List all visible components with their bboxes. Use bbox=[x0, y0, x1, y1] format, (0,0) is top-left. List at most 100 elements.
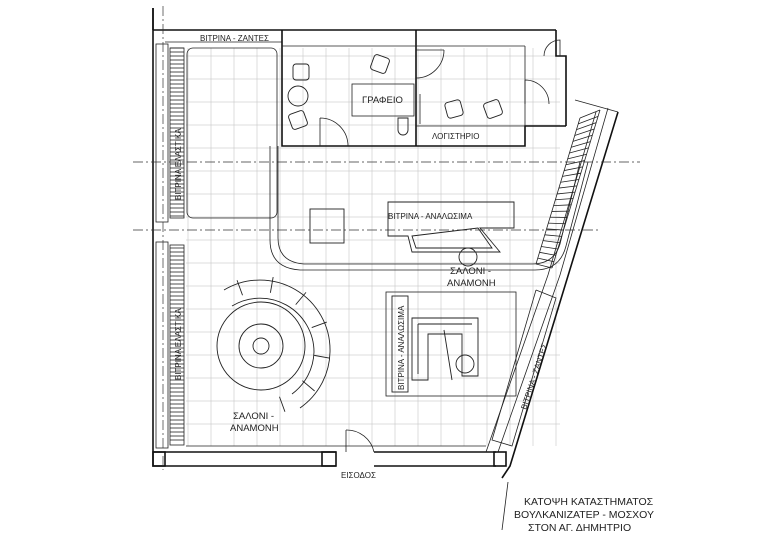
label-saloni-right-line1: ΣΑΛΟΝΙ - bbox=[450, 266, 491, 277]
label-vitrina-analosima-horizontal: ΒΙΤΡΙΝΑ - ΑΝΑΛΩΣΙΜΑ bbox=[388, 212, 473, 221]
lounge-sofa bbox=[411, 317, 479, 381]
facade-diagonal-inner bbox=[497, 107, 609, 453]
tire-display-hatching bbox=[170, 47, 184, 441]
stair-tread bbox=[564, 166, 583, 171]
axis-lines bbox=[133, 6, 640, 470]
facade-diagonal-mid bbox=[485, 111, 597, 453]
column-bottom-right bbox=[493, 451, 507, 467]
stair-tread bbox=[548, 222, 566, 225]
sofa-seam bbox=[269, 276, 274, 293]
label-saloni-left-line2: ΑΝΑΜΟΝΗ bbox=[230, 423, 279, 434]
title-line-2: ΒΟΥΛΚΑΝΙΖΑΤΕΡ - ΜΟΣΧΟΥ bbox=[514, 509, 654, 521]
label-vitrina-elastika-lower: ΒΙΤΡΙΝΑ ΕΛΑΣΤΙΚΑ bbox=[174, 308, 183, 380]
sofa-seam bbox=[295, 292, 307, 305]
label-grafeio: ΓΡΑΦΕΙΟ bbox=[362, 95, 403, 106]
display-cube bbox=[309, 208, 345, 244]
waiting-round-table-outer bbox=[216, 301, 306, 391]
label-saloni-right-line2: ΑΝΑΜΟΝΗ bbox=[447, 278, 496, 289]
stair-tread bbox=[555, 198, 574, 201]
stair-tread bbox=[562, 172, 581, 177]
office-block bbox=[281, 30, 566, 147]
curved-sofa-inner bbox=[231, 297, 315, 395]
label-eisodos: ΕΙΣΟΔΟΣ bbox=[341, 471, 376, 480]
stair-tread bbox=[578, 115, 599, 125]
sofa-seam bbox=[279, 396, 286, 412]
stair-tread bbox=[537, 257, 555, 263]
sofa-seam bbox=[314, 354, 331, 359]
outer-walls bbox=[152, 8, 619, 479]
office-desk-chair bbox=[370, 54, 390, 74]
sofa-seam bbox=[311, 321, 327, 328]
column-bottom-mid bbox=[321, 451, 337, 467]
label-vitrina-zantes-top: ΒΙΤΡΙΝΑ - ΖΑΝΤΕΣ bbox=[200, 34, 269, 43]
round-table-top bbox=[458, 247, 478, 267]
vitrina-zantes-top-box bbox=[186, 47, 278, 219]
corridor-door-swing bbox=[524, 79, 550, 105]
stair-tread bbox=[579, 109, 601, 119]
stair-tread bbox=[544, 234, 562, 237]
wall-top-right bbox=[555, 30, 567, 126]
stair-tread bbox=[571, 141, 591, 148]
tire-display-upper bbox=[155, 43, 169, 223]
stair-tread bbox=[541, 246, 558, 250]
title-divider bbox=[501, 481, 509, 531]
office-chair-4 bbox=[397, 117, 409, 136]
top-door-swing bbox=[543, 39, 561, 57]
title-line-1: ΚΑΤΟΨΗ ΚΑΤΑΣΤΗΜΑΤΟΣ bbox=[524, 496, 654, 508]
entrance-door-swing bbox=[345, 429, 375, 453]
facade-diagonal-outer bbox=[501, 111, 619, 479]
office-chair-3 bbox=[288, 110, 308, 130]
label-saloni-left-line1: ΣΑΛΟΝΙ - bbox=[233, 411, 274, 422]
lounge-area-box bbox=[385, 291, 517, 397]
waiting-round-table-mid bbox=[238, 323, 284, 369]
staircase bbox=[535, 109, 601, 269]
stair-tread bbox=[576, 122, 597, 131]
floor-tile-grid bbox=[186, 48, 560, 446]
wall-right-column bbox=[574, 99, 619, 113]
label-vitrina-elastika-upper: ΒΙΤΡΙΝΑ ΕΛΑΣΤΙΚΑ bbox=[174, 128, 183, 200]
round-table-lounge bbox=[455, 354, 475, 374]
consumables-counter bbox=[387, 201, 515, 253]
sofa-seam bbox=[236, 280, 243, 296]
office-wall-left bbox=[281, 30, 412, 147]
stair-tread bbox=[569, 147, 589, 154]
curved-sofa-seams bbox=[236, 276, 331, 412]
sofa-seam bbox=[302, 380, 315, 392]
label-vitrina-analosima-vertical: ΒΙΤΡΙΝΑ - ΑΝΑΛΩΣΙΜΑ bbox=[397, 305, 406, 390]
office-door-swing bbox=[319, 117, 349, 147]
display-zone-boundary-inner bbox=[277, 146, 581, 265]
office-chair-1 bbox=[292, 63, 310, 81]
accounting-door-swing bbox=[415, 49, 445, 79]
stair-tread bbox=[567, 153, 587, 160]
stair-tread bbox=[553, 204, 572, 206]
stair-tread bbox=[565, 160, 585, 166]
tire-display-strip bbox=[155, 43, 185, 449]
accounting-chair-2 bbox=[483, 99, 503, 119]
stair-tread bbox=[539, 251, 556, 256]
office-wall-bottom-right bbox=[412, 125, 566, 147]
office-desk bbox=[351, 83, 415, 117]
stair-rail-outer bbox=[551, 109, 601, 269]
stair-tread bbox=[572, 134, 593, 142]
stair-tread bbox=[560, 179, 579, 183]
office-chair-2 bbox=[287, 85, 309, 107]
curved-sofa-outer bbox=[223, 279, 331, 409]
accounting-chair-1 bbox=[444, 99, 464, 119]
display-zone-boundary bbox=[269, 146, 589, 271]
stair-tread bbox=[542, 240, 560, 244]
title-line-3: ΣΤΟΝ ΑΓ. ΔΗΜΗΤΡΙΟ bbox=[528, 522, 631, 534]
stair-rail-inner bbox=[535, 117, 581, 265]
waiting-round-table-center bbox=[252, 337, 270, 355]
label-vitrina-zantes-diagonal: ΒΙΤΡΙΝΑ - ΖΑΝΤΕΣ bbox=[519, 342, 549, 410]
stair-tread bbox=[574, 128, 595, 136]
label-logistirio: ΛΟΓΙΣΤΗΡΙΟ bbox=[432, 132, 479, 141]
consumables-vertical-display bbox=[391, 295, 409, 393]
column-bottom-left bbox=[152, 451, 166, 467]
tire-display-shelf-lower bbox=[169, 244, 185, 446]
circular-waiting-seating bbox=[216, 276, 331, 412]
tire-display-lower bbox=[155, 241, 169, 449]
consumables-counter-inner bbox=[411, 227, 493, 249]
lounge-sofa-inner bbox=[417, 323, 472, 381]
vitrina-zantes-diagonal-box bbox=[491, 289, 557, 447]
